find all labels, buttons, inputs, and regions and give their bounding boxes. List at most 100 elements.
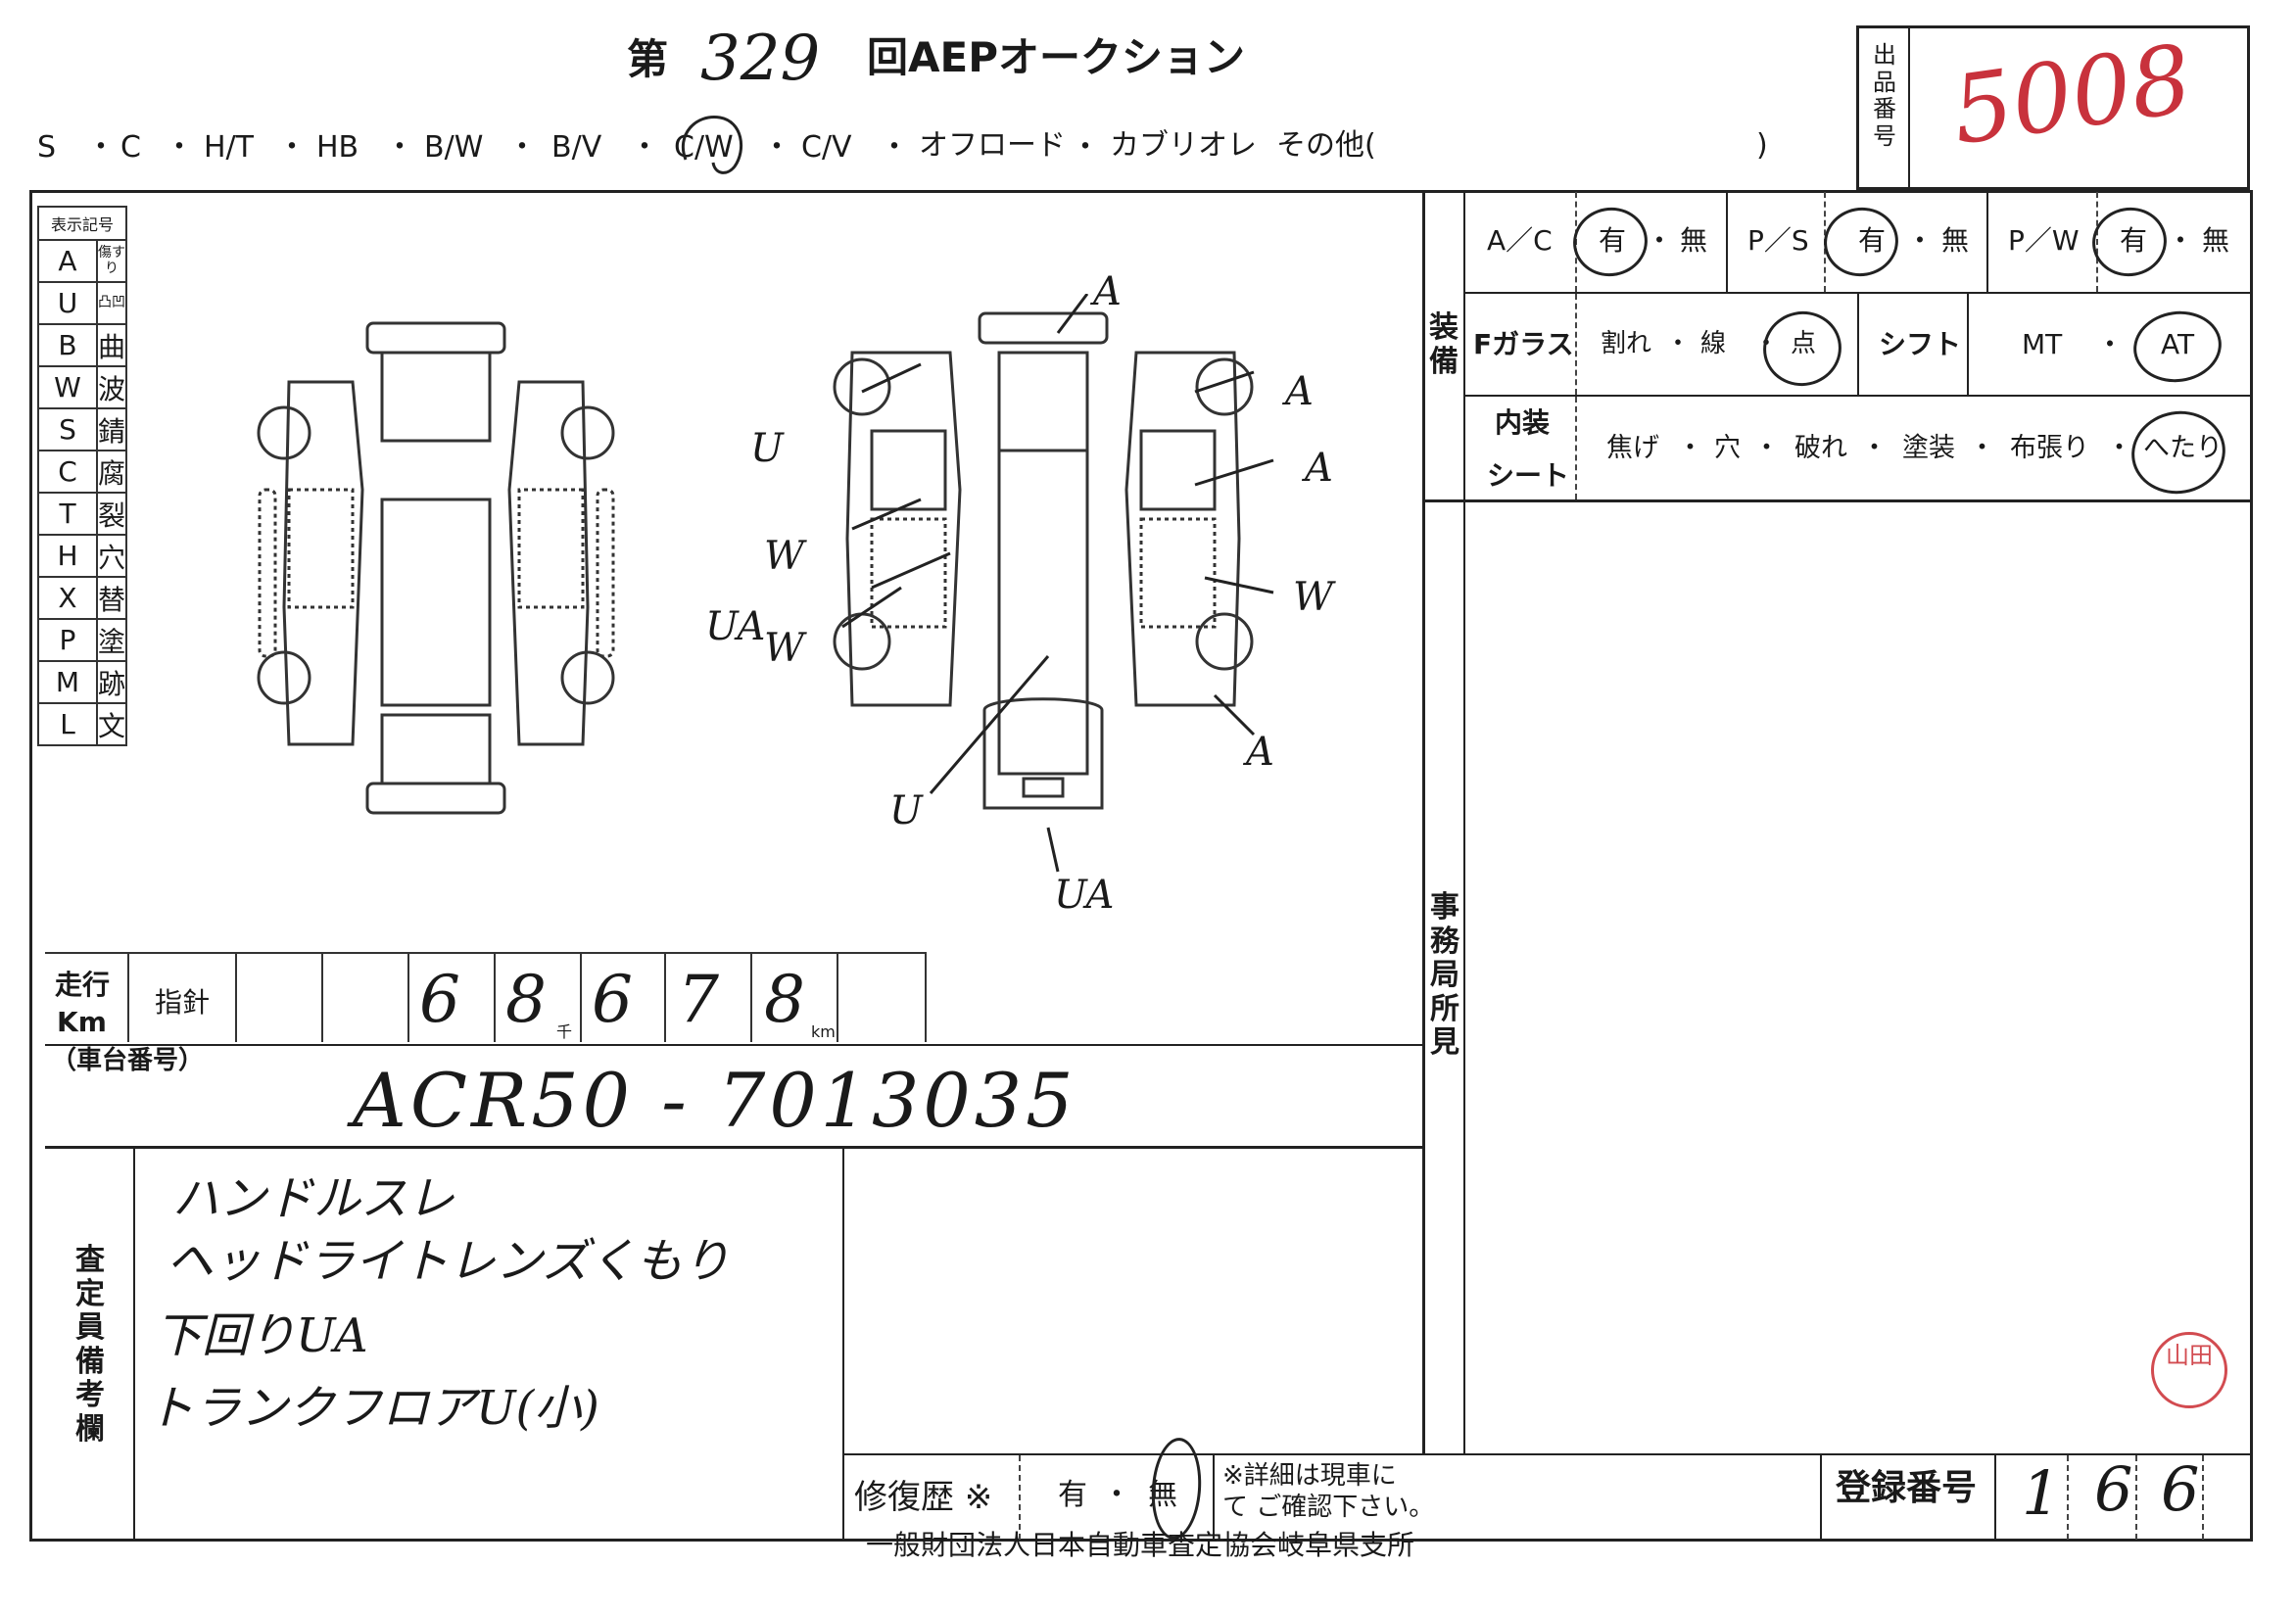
- legend-meaning: 波: [95, 365, 128, 409]
- thousand-unit: 千: [556, 1022, 573, 1041]
- registration-digit: 1: [2022, 1457, 2061, 1529]
- separator-dot: ・: [1906, 224, 1935, 257]
- legend-meaning: 裂: [95, 492, 128, 536]
- legend-meaning: 跡: [95, 660, 128, 704]
- equipment-label: 装備: [1429, 310, 1459, 379]
- mark-a-top: A: [1093, 269, 1122, 314]
- body-type-row: S ・ C ・ H/T ・ HB ・ B/W ・ B/V ・ C/W ・ C/V…: [37, 127, 1840, 166]
- lot-number-box: 出品番号 5008: [1856, 24, 2250, 190]
- shift-option-mt: MT: [2022, 328, 2063, 360]
- right-panel-divider: [1422, 190, 1425, 1453]
- registration-digit: 6: [2161, 1453, 2200, 1525]
- legend-meaning: 替: [95, 576, 128, 620]
- mark-ua-left: UA: [705, 604, 766, 649]
- legend-title: 表示記号: [37, 206, 127, 241]
- ac-label: A／C: [1487, 224, 1553, 257]
- auction-name: 回AEPオークション: [867, 33, 1245, 81]
- inspector-seal: 山田: [2151, 1332, 2227, 1408]
- separator-dot: ・: [1646, 224, 1674, 257]
- mark-a-right-low: A: [1246, 730, 1274, 775]
- footer-organization: 一般財団法人日本自動車査定協会岐阜県支所: [866, 1529, 1415, 1561]
- legend-code: H: [37, 534, 98, 578]
- mileage-digit: 8: [764, 962, 805, 1037]
- separator-dot: ・: [1969, 433, 1995, 463]
- shift-option-at: AT: [2161, 328, 2195, 360]
- mileage-digit: 7: [678, 962, 719, 1037]
- legend-meaning: 傷すり: [95, 239, 128, 283]
- interior-option: 破れ: [1794, 433, 1847, 463]
- separator-dot: ・: [385, 130, 414, 165]
- glass-option-chip: 点: [1791, 329, 1817, 358]
- remark-line: ハンドルスレ: [172, 1171, 455, 1226]
- legend-code: B: [37, 323, 98, 367]
- body-type-s: S: [37, 130, 57, 165]
- remark-line: ヘッドライトレンズくもり: [167, 1234, 731, 1289]
- legend-code: X: [37, 576, 98, 620]
- mileage-digit: 6: [419, 962, 460, 1037]
- mark-w-left-1: W: [764, 534, 805, 579]
- body-type-bw: B/W: [424, 130, 484, 165]
- pw-option-no: 無: [2202, 224, 2230, 257]
- remark-line: トランクフロアU(小): [147, 1381, 599, 1436]
- lot-number-label: 出品番号: [1873, 41, 1896, 150]
- indicator-label: 指針: [155, 986, 211, 1019]
- separator-dot: ・: [1753, 433, 1780, 463]
- separator-dot: ・: [2106, 433, 2132, 463]
- separator-dot: ・: [880, 130, 909, 165]
- title-prefix: 第: [627, 35, 669, 83]
- interior-option: 穴: [1714, 433, 1741, 463]
- repair-option-no: 無: [1148, 1478, 1177, 1512]
- ps-label: P／S: [1747, 224, 1809, 257]
- mileage-row: 走行 Km 指針 6 8 千 6 7 8 km: [45, 952, 927, 1044]
- legend-meaning: 錆: [95, 407, 128, 451]
- separator-dot: ・: [762, 130, 791, 165]
- legend-meaning: 凸凹: [95, 281, 128, 325]
- inspector-remarks-label: 査定員備考欄: [75, 1243, 105, 1447]
- chassis-label: （車台番号）: [51, 1046, 205, 1075]
- legend-meaning: 文: [95, 702, 128, 746]
- glass-option-crack: 割れ: [1601, 329, 1652, 358]
- glass-label: Fガラス: [1473, 328, 1574, 360]
- interior-options: 焦げ ・ 穴 ・ 破れ ・ 塗装 ・ 布張り ・ へたり: [1606, 435, 2233, 470]
- separator-dot: ・: [1753, 329, 1780, 358]
- cw-selection-circle: [681, 116, 743, 174]
- separator-dot: ・: [507, 130, 537, 165]
- legend-code: A: [37, 239, 98, 283]
- mark-w-left-2: W: [764, 626, 805, 671]
- interior-option: 焦げ: [1606, 433, 1659, 463]
- pw-label: P／W: [2008, 224, 2080, 257]
- repair-note-line1: ※詳細は現車に: [1222, 1461, 1397, 1491]
- separator-dot: ・: [86, 130, 116, 165]
- mileage-digit: 6: [592, 962, 633, 1037]
- ps-option-yes: 有: [1858, 224, 1887, 257]
- legend-code: S: [37, 407, 98, 451]
- body-type-ht: H/T: [204, 130, 254, 165]
- car-diagram-marked: [833, 294, 1274, 873]
- shift-label: シフト: [1879, 328, 1962, 360]
- body-type-cv: C/V: [801, 130, 852, 165]
- legend-code: C: [37, 450, 98, 494]
- legend-code: W: [37, 365, 98, 409]
- mileage-label-top: 走行: [55, 969, 111, 1001]
- legend-code: U: [37, 281, 98, 325]
- legend-meaning: 曲: [95, 323, 128, 367]
- mileage-label-bottom: Km: [57, 1006, 107, 1038]
- body-type-offroad: オフロード: [919, 128, 1066, 163]
- body-type-bv: B/V: [551, 130, 602, 165]
- legend-code: T: [37, 492, 98, 536]
- ps-option-no: 無: [1941, 224, 1970, 257]
- ac-option-yes: 有: [1599, 224, 1627, 257]
- body-type-cabriolet: カブリオレ: [1110, 128, 1257, 163]
- legend-code: L: [37, 702, 98, 746]
- repair-note-line2: て ご確認下さい。: [1222, 1493, 1435, 1522]
- mark-a-right-upper: A: [1285, 369, 1314, 414]
- body-type-hb: HB: [316, 130, 359, 165]
- body-type-other: その他(: [1276, 128, 1376, 163]
- repair-option-yes: 有: [1058, 1478, 1087, 1512]
- main-frame: [29, 190, 2253, 1542]
- interior-label-top: 内装: [1495, 406, 1551, 439]
- legend-meaning: 穴: [95, 534, 128, 578]
- separator-dot: ・: [1071, 130, 1100, 165]
- mark-ua-bottom: UA: [1054, 873, 1115, 918]
